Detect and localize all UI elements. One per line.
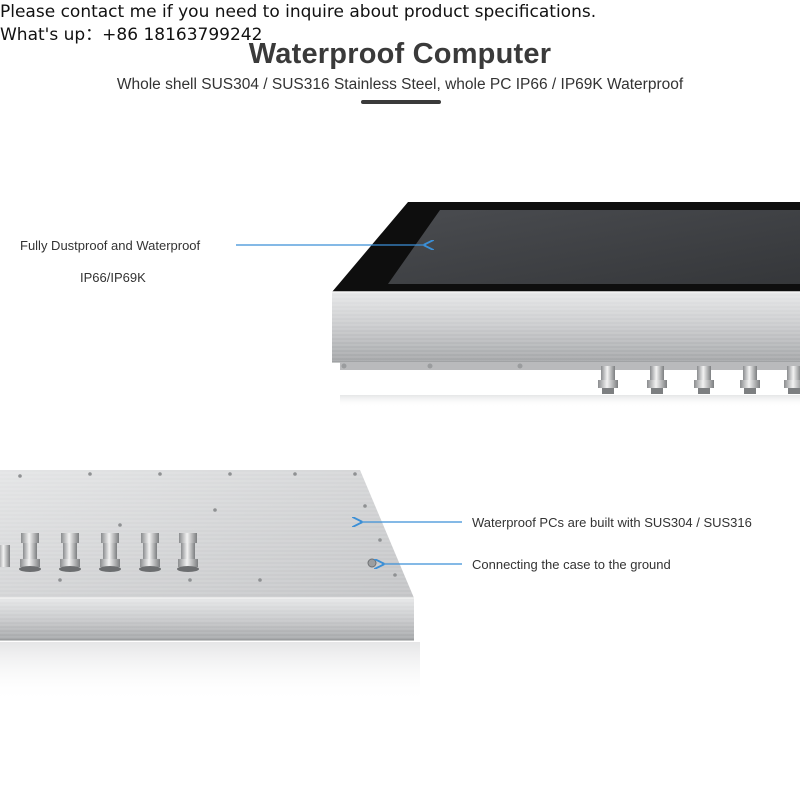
waterproof-connectors-top [598,366,800,394]
callout-dustproof-label: Fully Dustproof and Waterproof [20,238,201,253]
panel-pc-front-view [332,202,800,407]
panel-pc-rear-view [0,470,420,702]
display-screen [388,210,800,284]
ground-screw-icon [367,558,377,568]
contact-info-line: Please contact me if you need to inquire… [0,2,597,22]
waterproof-connectors-rear [0,533,199,572]
page-subtitle: Whole shell SUS304 / SUS316 Stainless St… [116,76,684,93]
title-underline-divider [361,100,441,104]
callout-ground-label: Connecting the case to the ground [472,557,671,572]
callout-material-label: Waterproof PCs are built with SUS304 / S… [472,515,752,530]
page-title: Waterproof Computer [248,38,552,70]
contact-phone-line: What's up：+86 18163799242 [0,25,263,45]
callout-ip-rating-label: IP66/IP69K [80,270,146,285]
